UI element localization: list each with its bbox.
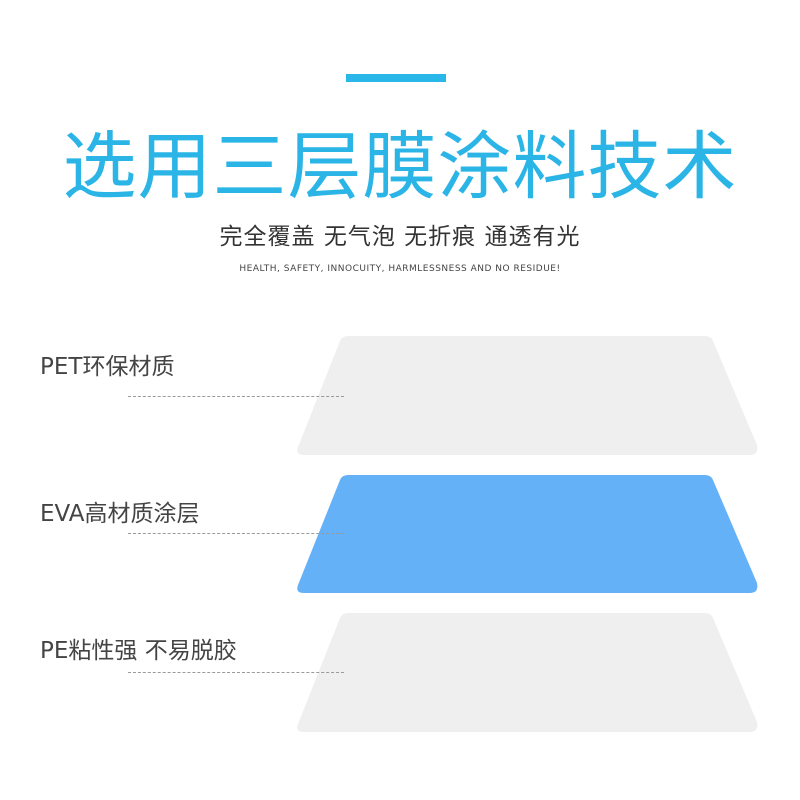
tagline: HEALTH, SAFETY, INNOCUITY, HARMLESSNESS … <box>239 264 561 274</box>
layer-label-eva: EVA高材质涂层 <box>40 501 200 527</box>
layer-label-pet: PET环保材质 <box>40 354 175 380</box>
leader-line-pe <box>128 672 344 673</box>
layer-eva-sheet <box>297 475 758 593</box>
layer-pe-sheet <box>297 613 758 732</box>
accent-bar <box>346 74 446 82</box>
subtitle: 完全覆盖 无气泡 无折痕 通透有光 <box>219 224 581 250</box>
leader-line-eva <box>128 533 344 534</box>
main-title: 选用三层膜涂料技术 <box>62 124 738 210</box>
layer-label-pe: PE粘性强 不易脱胶 <box>40 638 237 664</box>
leader-line-pet <box>128 396 344 397</box>
layer-pet-sheet <box>297 336 758 455</box>
